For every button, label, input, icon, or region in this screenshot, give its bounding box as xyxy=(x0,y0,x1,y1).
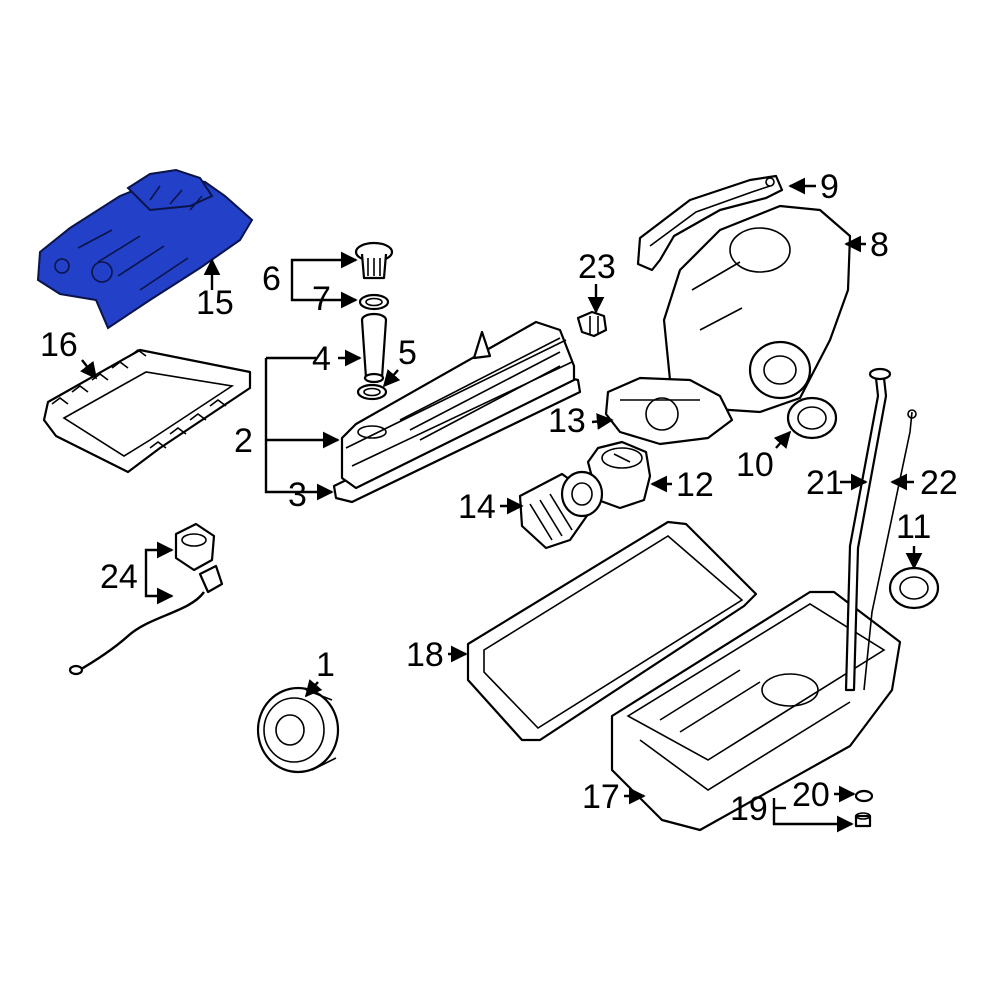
intake-manifold-highlighted[interactable] xyxy=(36,168,254,330)
sensor-harness[interactable] xyxy=(68,564,224,676)
callout-1: 1 xyxy=(316,646,335,684)
crankshaft-damper[interactable] xyxy=(256,686,340,774)
callout-2: 2 xyxy=(234,422,253,460)
callout-18: 18 xyxy=(406,636,444,674)
callout-15: 15 xyxy=(196,284,234,322)
callout-21: 21 xyxy=(806,464,844,502)
oil-filter[interactable] xyxy=(518,470,604,550)
oil-filter-adapter[interactable] xyxy=(586,440,652,510)
leader-lines xyxy=(80,177,923,833)
oil-filler-tube[interactable] xyxy=(360,312,388,384)
timing-cover-gasket[interactable] xyxy=(636,174,784,272)
callout-8: 8 xyxy=(870,226,889,264)
rear-main-seal[interactable] xyxy=(888,566,940,610)
callout-6: 6 xyxy=(262,260,281,298)
dipstick-tube[interactable] xyxy=(844,367,892,692)
drain-plug[interactable] xyxy=(854,812,872,828)
callout-20: 20 xyxy=(792,776,830,814)
callout-13: 13 xyxy=(548,402,586,440)
callout-23: 23 xyxy=(578,248,616,286)
callout-7: 7 xyxy=(312,280,331,318)
front-crank-seal[interactable] xyxy=(786,396,838,440)
callout-12: 12 xyxy=(676,466,714,504)
intake-gasket[interactable] xyxy=(42,348,252,474)
oil-pressure-sender[interactable] xyxy=(576,310,608,338)
callout-3: 3 xyxy=(288,476,307,514)
callout-24: 24 xyxy=(100,558,138,596)
callout-11: 11 xyxy=(896,508,931,546)
filler-o-ring[interactable] xyxy=(358,293,390,311)
callout-10: 10 xyxy=(736,446,774,484)
callout-16: 16 xyxy=(40,326,78,364)
callout-4: 4 xyxy=(312,340,331,378)
valve-cover[interactable] xyxy=(340,320,576,490)
callout-14: 14 xyxy=(458,488,496,526)
callout-labels: 15 16 6 7 4 5 2 3 23 9 8 13 10 12 14 21 … xyxy=(40,168,958,828)
filler-tube-seal[interactable] xyxy=(356,383,388,401)
callout-9: 9 xyxy=(820,168,839,206)
callout-22: 22 xyxy=(920,464,958,502)
oil-filler-cap[interactable] xyxy=(354,241,394,280)
callout-5: 5 xyxy=(398,334,417,372)
callout-17: 17 xyxy=(582,778,620,816)
callout-19: 19 xyxy=(730,790,768,828)
oil-dipstick[interactable] xyxy=(863,409,917,691)
drain-plug-washer[interactable] xyxy=(854,789,874,803)
oil-pan-gasket[interactable] xyxy=(466,520,758,742)
sensor-housing[interactable] xyxy=(174,522,216,572)
